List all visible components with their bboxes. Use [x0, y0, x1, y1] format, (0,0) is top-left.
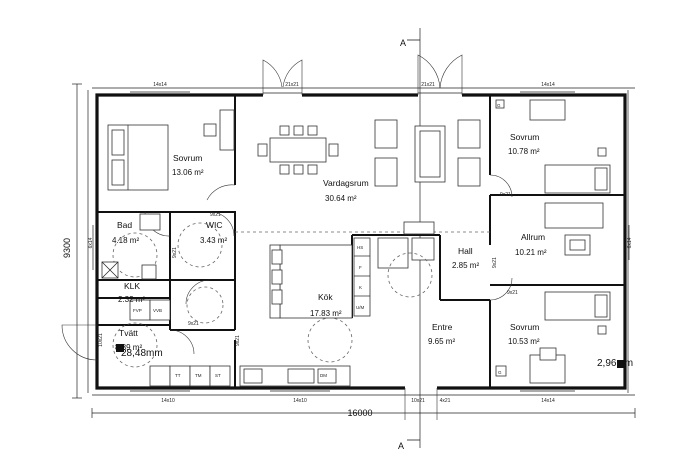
room-name: Vardagsrum [323, 178, 369, 188]
bed-bottom-right [495, 291, 611, 384]
unit-label: G [498, 370, 502, 375]
exterior-walls [92, 91, 630, 392]
unit-label: ST [215, 373, 221, 378]
room-name: Kök [318, 292, 333, 302]
door-tag: 9x21 [188, 321, 199, 327]
width-dimension: 16000 [347, 408, 372, 418]
marker-left [116, 344, 124, 352]
desk-master [203, 109, 235, 151]
room-name: KLK [124, 281, 140, 291]
window-tag: 4x21 [440, 398, 451, 404]
unit-label: F [359, 265, 362, 270]
window-tag: 21x21 [285, 82, 299, 88]
kitchen-bench [239, 365, 351, 387]
door-tag: 9x21 [492, 257, 498, 268]
unit-label: VVB [153, 308, 162, 313]
kitchen-column-units [353, 237, 371, 317]
door-tag: 9x21 [210, 212, 221, 218]
window-tag: 14x14 [541, 398, 555, 404]
room-name: Sovrum [173, 153, 202, 163]
laundry-unit-labels: FVP VVB TT TM ST DM G G [133, 103, 502, 378]
bed-top-right [495, 99, 611, 194]
room-name: Hall [458, 246, 473, 256]
room-area: 4.18 m² [112, 236, 139, 245]
kitchen-island [269, 244, 353, 363]
window-tag: 14x14 [541, 82, 555, 88]
laundry-fixtures [112, 286, 231, 387]
hall-wardrobe [377, 221, 435, 298]
room-name: Sovrum [510, 322, 539, 332]
unit-label: U/M [356, 305, 365, 310]
door-tag: 9x21 [507, 290, 518, 296]
dining-table [257, 125, 339, 175]
unit-label: HS [357, 245, 363, 250]
room-area: 2.85 m² [452, 261, 479, 270]
room-area: 3.43 m² [200, 236, 227, 245]
window-tag: 10x21 [98, 333, 104, 347]
measure-right: 2,96mm [597, 358, 633, 369]
marker-right [617, 360, 625, 368]
window-tag: 10x21 [411, 398, 425, 404]
room-area: 2.32 m² [118, 295, 145, 304]
room-area: 13.06 m² [172, 168, 204, 177]
room-name: Sovrum [510, 132, 539, 142]
unit-label: TM [195, 373, 202, 378]
window-tag: 14x10 [293, 398, 307, 404]
living-sofas [374, 119, 481, 187]
dimension-lines [72, 83, 636, 418]
room-area: 9.65 m² [428, 337, 455, 346]
room-name: Entre [432, 322, 453, 332]
unit-label: G [497, 103, 501, 108]
window-tag: 14x14 [153, 82, 167, 88]
section-label-top: A [400, 38, 406, 48]
room-area: 8.89 m² [115, 343, 142, 352]
room-name: Tvätt [119, 328, 139, 338]
unit-label: K [359, 285, 362, 290]
room-name: WIC [206, 220, 223, 230]
section-label-bottom: A [398, 441, 404, 451]
height-dimension: 9300 [62, 238, 72, 258]
window-tag: 6x14 [627, 237, 633, 248]
measure-left: 28,48mm [121, 348, 163, 359]
door-tag: 9x21 [235, 335, 241, 346]
window-tag: 14x10 [161, 398, 175, 404]
unit-label: TT [175, 373, 181, 378]
room-name: Allrum [521, 232, 545, 242]
kitchen-unit-labels: HS F K U/M [356, 245, 365, 310]
door-tag: 9x21 [172, 247, 178, 258]
unit-label: DM [320, 373, 327, 378]
door-tag: 9x21 [500, 192, 511, 198]
window-tags: 14x14 21x21 21x21 14x14 14x10 14x10 10x2… [88, 82, 633, 404]
bathroom-fixtures [101, 213, 223, 280]
room-labels: Sovrum 13.06 m² Vardagsrum 30.64 m² Sovr… [112, 132, 547, 352]
allrum-furniture [544, 202, 604, 256]
room-area: 10.78 m² [508, 147, 540, 156]
room-area: 30.64 m² [325, 194, 357, 203]
window-tag: 21x21 [421, 82, 435, 88]
patio-doors [61, 54, 463, 420]
bed-master [107, 124, 169, 191]
door-tags: 9x21 9x21 9x21 9x21 9x21 9x21 9x21 [172, 192, 518, 346]
unit-label: FVP [133, 308, 142, 313]
room-area: 10.21 m² [515, 248, 547, 257]
window-tag: 6x14 [88, 237, 94, 248]
room-name: Bad [117, 220, 132, 230]
room-area: 10.53 m² [508, 337, 540, 346]
room-area: 17.83 m² [310, 309, 342, 318]
